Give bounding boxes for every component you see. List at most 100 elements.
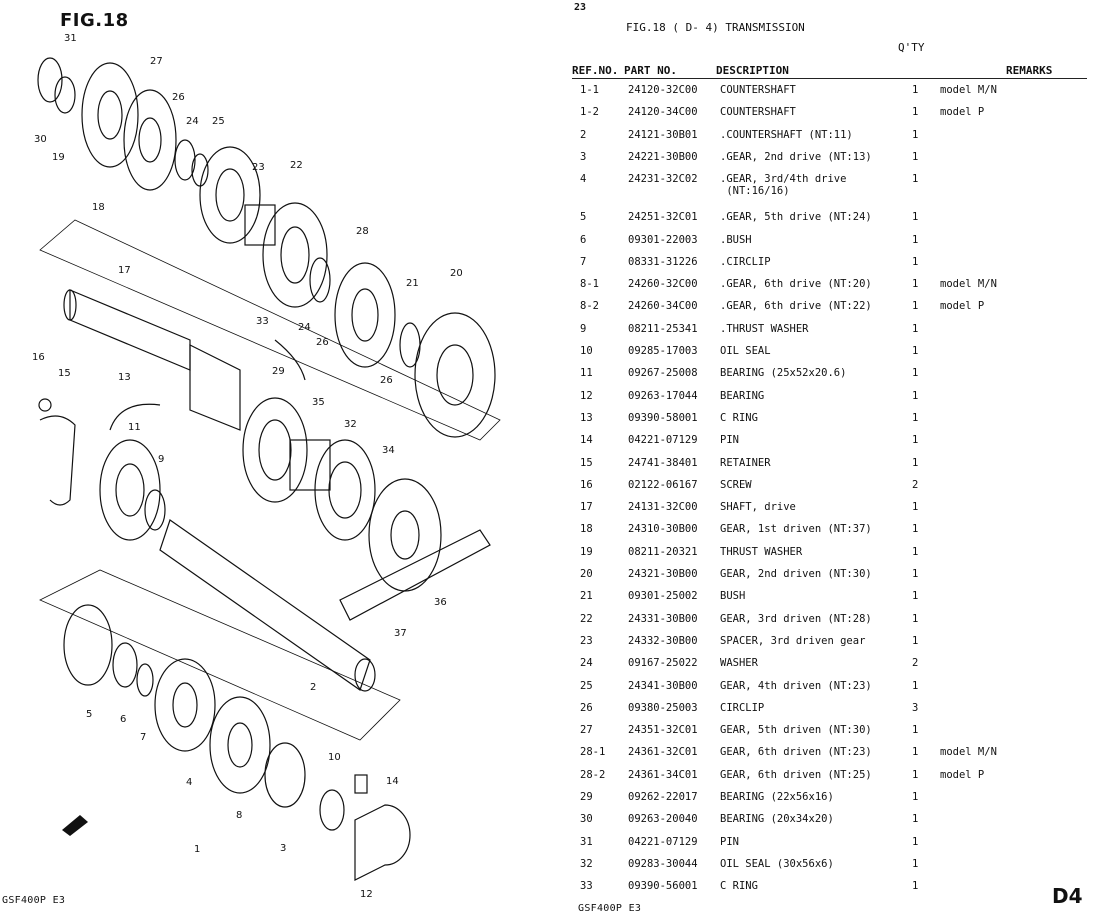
callout-number: 5	[86, 709, 92, 720]
description-cell: BEARING (22x56x16)	[720, 791, 834, 803]
qty-cell: 1	[912, 568, 919, 580]
qty-cell: 1	[912, 173, 919, 186]
qty-cell: 1	[912, 389, 919, 402]
callout-number: 27	[150, 56, 163, 67]
part-no-cell: 09167-25022	[628, 657, 698, 670]
part-no-cell: 04221-07129	[628, 835, 698, 848]
description-cell: BUSH	[720, 590, 746, 603]
ref-no-cell: 23	[580, 634, 593, 647]
qty-cell: 1	[912, 128, 919, 141]
ref-no-cell: 2	[580, 128, 587, 141]
callout-number: 34	[382, 445, 395, 456]
callout-number: 30	[34, 134, 47, 145]
part-no-cell: 09267-25008	[628, 367, 698, 380]
description-cell: GEAR, 4th driven (NT:23)	[720, 679, 872, 692]
callout-number: 19	[52, 152, 65, 163]
ref-no-cell: 12	[580, 389, 593, 402]
part-no-cell: 09283-30044	[628, 857, 698, 870]
qty-cell: 2	[912, 657, 919, 670]
callout-number: 4	[186, 777, 192, 788]
part-no-cell: 24221-30B00	[628, 150, 698, 163]
qty-cell: 1	[912, 300, 919, 313]
description-cell: GEAR, 1st driven (NT:37)	[720, 523, 872, 536]
ref-no-cell: 32	[580, 857, 593, 870]
callout-number: 26	[380, 375, 393, 386]
callout-number: 17	[118, 265, 131, 276]
col-ref-header: REF.NO.	[572, 64, 619, 77]
remarks-cell: model P	[940, 106, 985, 119]
col-part-header: PART NO.	[624, 64, 677, 77]
callout-number: 3	[280, 843, 286, 854]
qty-cell: 1	[912, 679, 919, 692]
bearing-group	[109, 339, 491, 621]
qty-cell: 1	[912, 768, 919, 781]
part-no-cell: 24341-30B00	[628, 679, 698, 692]
description-cell: .GEAR, 2nd drive (NT:13)	[720, 150, 872, 163]
figure-title: FIG.18	[60, 10, 129, 31]
part-no-cell: 24331-30B00	[628, 612, 698, 625]
ref-no-cell: 19	[580, 545, 593, 558]
part-no-cell: 24332-30B00	[628, 634, 698, 647]
part-no-cell: 08211-25341	[628, 322, 698, 335]
callout-number: 36	[434, 597, 447, 608]
ref-no-cell: 10	[580, 345, 593, 357]
ref-no-cell: 14	[580, 434, 593, 447]
description-cell: SPACER, 3rd driven gear	[720, 634, 866, 647]
callout-number: 13	[118, 372, 131, 383]
front-direction-icon	[62, 815, 88, 836]
driven-gear-cluster	[37, 57, 496, 438]
callout-number: 11	[128, 422, 141, 433]
ref-no-cell: 17	[580, 501, 593, 514]
callout-number: 26	[172, 92, 185, 103]
seal-bearing-lower	[319, 774, 411, 881]
description-cell: GEAR, 3rd driven (NT:28)	[720, 612, 872, 625]
part-no-cell: 09285-17003	[628, 345, 698, 357]
description-cell: .GEAR, 5th drive (NT:24)	[720, 211, 872, 224]
remarks-cell: model P	[940, 300, 985, 313]
description-cell: SHAFT, drive	[720, 501, 796, 514]
remarks-cell: model M/N	[940, 746, 997, 759]
ref-no-cell: 3	[580, 150, 587, 163]
ref-no-cell: 26	[580, 701, 593, 714]
qty-cell: 1	[912, 634, 919, 647]
callout-number: 37	[394, 628, 407, 639]
part-no-cell: 24120-34C00	[628, 106, 698, 119]
callout-number: 24	[298, 322, 311, 333]
part-no-cell: 24251-32C01	[628, 211, 698, 224]
drive-gear-cluster	[63, 604, 306, 808]
sheet-title: FIG.18 ( D- 4) TRANSMISSION	[626, 21, 805, 34]
description-cell: .COUNTERSHAFT (NT:11)	[720, 128, 853, 141]
ref-no-cell: 11	[580, 367, 593, 380]
right-footer: GSF400P E3	[578, 903, 642, 914]
part-no-cell: 08211-20321	[628, 545, 698, 558]
callout-number: 20	[450, 268, 463, 279]
callout-number: 9	[158, 454, 164, 465]
qty-cell: 1	[912, 106, 919, 119]
ref-no-cell: 27	[580, 724, 593, 737]
ref-no-cell: 9	[580, 322, 587, 335]
section-code: D4	[1052, 884, 1083, 908]
part-no-cell: 09263-17044	[628, 389, 698, 402]
qty-cell: 1	[912, 411, 919, 424]
part-no-cell: 24361-34C01	[628, 768, 698, 781]
